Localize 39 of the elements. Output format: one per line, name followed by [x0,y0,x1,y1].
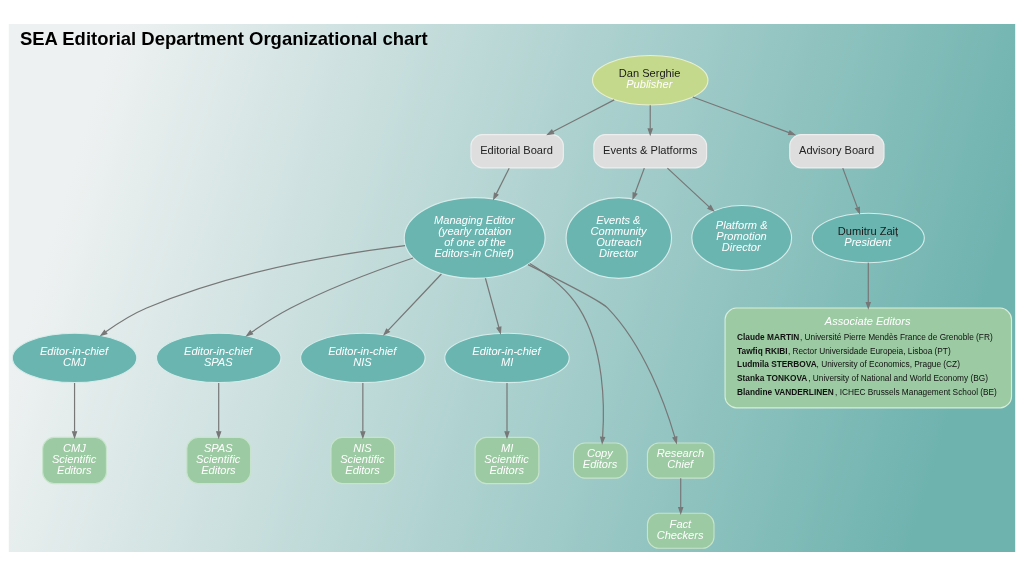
node-box: Fact Checkers [646,512,715,549]
arrow [692,96,797,136]
arrow [842,167,861,215]
node-box: Advisory Board [789,134,885,169]
node-ellipse: Editor-in-chief NIS [300,332,426,384]
node-box: Copy Editors [572,442,628,479]
node-box: Editorial Board [470,134,564,169]
arrow [382,273,442,336]
node-ellipse: Managing Editor (yearly rotation of one of the Editors-in Chief) [403,197,546,279]
node-ellipse: Dan Serghie Publisher [591,55,709,106]
arrow [632,167,645,201]
diagram-title: SEA Editorial Department Organizational chart [19,28,428,50]
node-box: Research Chief [646,442,715,479]
arrow [546,99,615,136]
node-box: SPAS Scientific Editors [186,436,252,485]
arrow [492,167,510,201]
arrow [360,382,366,440]
arrow [865,262,872,310]
arrow [99,245,406,337]
arrow [647,104,653,137]
arrow [245,257,414,337]
arrow [529,262,606,445]
node-box: MI Scientific Editors [474,436,540,485]
arrow [215,382,222,440]
arrow [677,477,684,515]
arrow [484,277,502,335]
arrow [504,382,510,440]
node-ellipse: Editor-in-chief CMJ [11,332,138,384]
node-ellipse: Editor-in-chief MI [444,332,570,384]
node-ellipse: Dumitru Zaiț President [811,212,925,264]
node-box: Events & Platforms [593,134,708,169]
node-box: Associate Editors Claude MARTIN, Université Pierre Mendès France de Grenoble (FR) Tawfiq RKIBI, Rector Universidade Europeia, Lisboa (PT) Ludmila STERBOVA, University of Economics, Prague (CZ) Stanka TONKOVA, University of National and World Economy (BG) Blandine VANDERLINEN, ICHEC Brussels Management School (BE) [724,307,1013,409]
node-box: NIS Scientific Editors [330,436,396,485]
node-ellipse: Events & Community Outreach Director [565,197,673,279]
arrow [527,264,678,445]
arrow [666,167,715,213]
arrow [71,382,78,440]
node-ellipse: Editor-in-chief SPAS [155,332,282,384]
node-box: CMJ Scientific Editors [42,436,107,485]
